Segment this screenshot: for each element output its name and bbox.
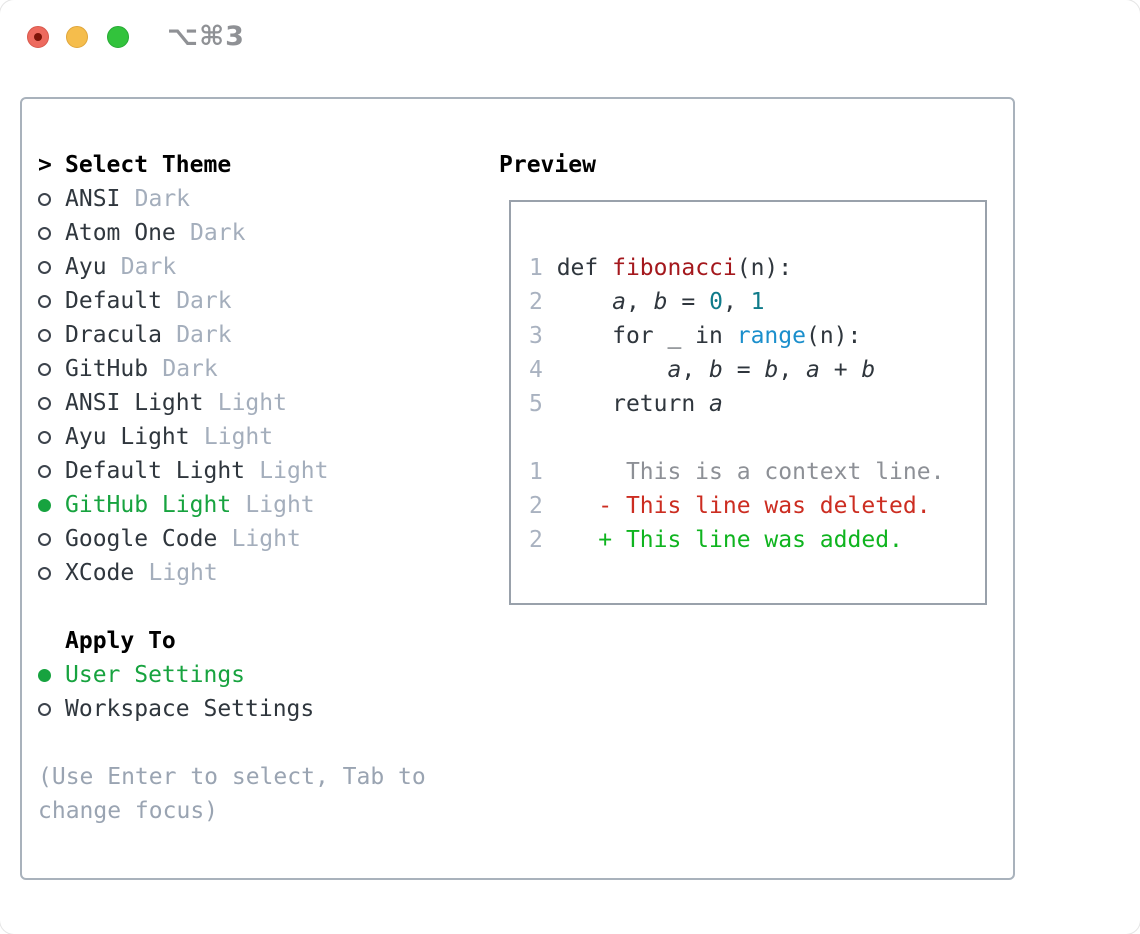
theme-option-google-code[interactable]: Google Code Light xyxy=(38,522,301,556)
keyboard-hint-line2: change focus) xyxy=(38,798,219,824)
radio-unselected-icon xyxy=(38,396,65,410)
radio-selected-icon xyxy=(38,668,65,682)
theme-option-ayu-light[interactable]: Ayu Light Light xyxy=(38,420,273,454)
theme-option-github-light[interactable]: GitHub Light Light xyxy=(38,488,315,522)
page-title: Select Theme xyxy=(65,152,232,178)
diff-deleted-line: 2 - This line was deleted. xyxy=(529,493,931,519)
radio-unselected-icon xyxy=(38,702,65,716)
theme-preview-box: 1 def fibonacci(n): 2 a, b = 0, 1 3 for … xyxy=(509,200,987,605)
apply-option-user-settings[interactable]: User Settings xyxy=(38,658,245,692)
theme-option-ayu-dark[interactable]: Ayu Dark xyxy=(38,250,176,284)
cursor-caret-icon: > xyxy=(38,152,52,178)
close-button[interactable] xyxy=(27,26,49,48)
preview-title: Preview xyxy=(499,152,596,178)
code-line: 4 a, b = b, a + b xyxy=(529,357,876,383)
radio-unselected-icon xyxy=(38,362,65,376)
code-line: 5 return a xyxy=(529,391,723,417)
theme-option-xcode[interactable]: XCode Light xyxy=(38,556,218,590)
radio-unselected-icon xyxy=(38,430,65,444)
radio-unselected-icon xyxy=(38,192,65,206)
radio-unselected-icon xyxy=(38,464,65,478)
radio-unselected-icon xyxy=(38,226,65,240)
code-line: 2 a, b = 0, 1 xyxy=(529,289,765,315)
apply-option-workspace-settings[interactable]: Workspace Settings xyxy=(38,692,314,726)
radio-unselected-icon xyxy=(38,532,65,546)
theme-option-dracula-dark[interactable]: Dracula Dark xyxy=(38,318,232,352)
apply-to-header: Apply To xyxy=(65,628,176,654)
select-theme-header: > Select Theme xyxy=(38,148,231,182)
blank-line xyxy=(529,421,969,455)
code-line: 3 for _ in range(n): xyxy=(529,323,862,349)
diff-added-line: 2 + This line was added. xyxy=(529,527,903,553)
radio-unselected-icon xyxy=(38,566,65,580)
keyboard-hint-line1: (Use Enter to select, Tab to xyxy=(38,764,426,790)
code-line: 1 def fibonacci(n): xyxy=(529,255,793,281)
window-title-shortcut: ⌥⌘3 xyxy=(167,21,245,52)
theme-option-default-light[interactable]: Default Light Light xyxy=(38,454,329,488)
radio-unselected-icon xyxy=(38,294,65,308)
theme-option-ansi-light[interactable]: ANSI Light Light xyxy=(38,386,287,420)
theme-option-atom-one-dark[interactable]: Atom One Dark xyxy=(38,216,245,250)
radio-unselected-icon xyxy=(38,260,65,274)
theme-option-github-dark[interactable]: GitHub Dark xyxy=(38,352,218,386)
radio-selected-icon xyxy=(38,498,65,512)
radio-unselected-icon xyxy=(38,328,65,342)
diff-context-line: 1 This is a context line. xyxy=(529,459,945,485)
theme-option-default-dark[interactable]: Default Dark xyxy=(38,284,232,318)
minimize-button[interactable] xyxy=(66,26,88,48)
zoom-button[interactable] xyxy=(107,26,129,48)
theme-option-ansi-dark[interactable]: ANSI Dark xyxy=(38,182,190,216)
